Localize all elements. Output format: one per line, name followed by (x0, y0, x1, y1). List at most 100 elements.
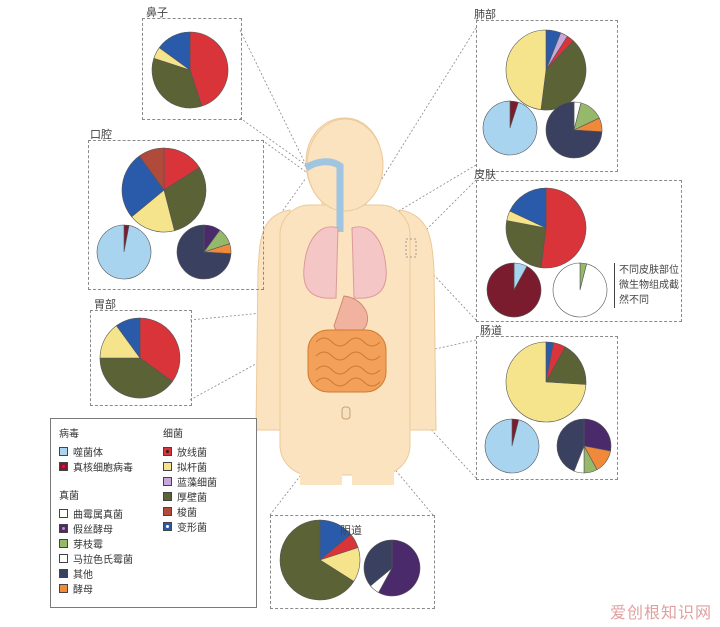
pie-skin-bacteria-slice-actinobacteria (540, 187, 587, 269)
watermark: 爱创根知识网 (609, 603, 712, 622)
pie-skin-bacteria-slice-firmicutes (505, 220, 547, 269)
legend-label: 蓝藻细菌 (177, 478, 217, 489)
lung-right (351, 226, 387, 299)
pie-vagina-bacteria-slice-firmicutes (279, 519, 355, 601)
vagina-marker (341, 406, 351, 420)
legend-label: 酵母 (73, 585, 93, 596)
pie-mouth-virus-slice-phage (96, 224, 152, 280)
skin-box (476, 180, 682, 322)
legend-label: 拟杆菌 (177, 463, 207, 474)
pie-lung-bacteria-slice-bacteroidetes (505, 29, 547, 111)
label-gut: 肠道 (480, 324, 502, 337)
swatch-cladosporium (59, 539, 68, 548)
pie-vagina-fungi-slice-fungi_other (363, 539, 393, 587)
pie-stomach-slice-actinobacteria (139, 317, 181, 382)
legend-item-eukaryotic-virus: 真核细胞病毒 (59, 459, 133, 474)
legend: 病毒 噬菌体 真核细胞病毒 真菌 曲霉属真菌 假丝酵母 芽枝霉 (50, 418, 257, 608)
pie-gut-bacteria (505, 341, 587, 423)
legend-item-firmicutes: 厚壁菌 (163, 489, 217, 504)
swatch-actinobacteria (163, 447, 172, 456)
pie-nose-slice-firmicutes (151, 57, 203, 109)
legend-item-phage: 噬菌体 (59, 444, 133, 459)
label-skin: 皮肤 (474, 168, 496, 181)
swatch-fusobacteria (163, 507, 172, 516)
pie-mouth-bacteria-slice-fusobacteria (138, 147, 165, 191)
lung-left (303, 226, 339, 299)
pie-gut-virus (484, 418, 540, 474)
legend-item-malassezia: 马拉色氏霉菌 (59, 551, 133, 566)
legend-item-aspergillus: 曲霉属真菌 (59, 506, 133, 521)
pie-nose-slice-actinobacteria (189, 31, 229, 107)
pie-skin-bacteria-slice-proteobacteria (509, 187, 547, 229)
swatch-candida (59, 524, 68, 533)
swatch-aspergillus (59, 509, 68, 518)
pie-mouth-bacteria (121, 147, 207, 233)
vagina-box (270, 515, 435, 609)
legend-label: 梭菌 (177, 508, 197, 519)
pie-stomach-slice-firmicutes (99, 357, 173, 399)
pie-mouth-bacteria-slice-firmicutes (163, 167, 207, 232)
pie-mouth-bacteria-slice-proteobacteria (121, 155, 165, 218)
legend-fungi-group: 真菌 曲霉属真菌 假丝酵母 芽枝霉 马拉色氏霉菌 其他 (59, 487, 133, 596)
swatch-proteobacteria (163, 522, 172, 531)
swatch-yeast (59, 584, 68, 593)
legend-label: 噬菌体 (73, 448, 103, 459)
pie-lung-bacteria (505, 29, 587, 111)
pie-gut-fungi-slice-candida (583, 418, 612, 452)
legend-fungi-title: 真菌 (59, 491, 79, 502)
legend-item-candida: 假丝酵母 (59, 521, 133, 536)
pie-gut-bacteria-slice-bacteroidetes (505, 341, 587, 423)
legend-item-proteobacteria: 变形菌 (163, 519, 217, 534)
pie-lung-fungi (545, 101, 603, 159)
stomach-box (90, 310, 192, 406)
legend-item-cladosporium: 芽枝霉 (59, 536, 133, 551)
pie-stomach-slice-proteobacteria (116, 317, 141, 359)
swatch-fungi-other (59, 569, 68, 578)
swatch-malassezia (59, 554, 68, 563)
pie-lung-fungi-slice-fungi_other (545, 101, 603, 159)
pie-skin-bacteria (505, 187, 587, 269)
swatch-bacteroidetes (163, 462, 172, 471)
pie-skin-virus-slice-eukaryotic_virus (486, 262, 542, 318)
pie-mouth-fungi (176, 224, 232, 280)
legend-label: 放线菌 (177, 448, 207, 459)
legend-bacteria-group: 细菌 放线菌 拟杆菌 蓝藻细菌 厚壁菌 梭菌 (163, 425, 217, 534)
body-leg-right (352, 455, 394, 485)
pie-stomach (99, 317, 181, 399)
body-torso (255, 209, 437, 431)
pie-gut-virus-slice-phage (484, 418, 540, 474)
pie-gut-bacteria-slice-firmicutes (545, 346, 587, 385)
legend-label: 芽枝霉 (73, 540, 103, 551)
pie-vagina-bacteria (279, 519, 361, 601)
label-lung: 肺部 (474, 8, 496, 21)
pie-skin-virus (486, 262, 542, 318)
pie-vagina-fungi (363, 539, 421, 597)
legend-item-bacteroidetes: 拟杆菌 (163, 459, 217, 474)
airway (304, 158, 344, 232)
legend-label: 马拉色氏霉菌 (73, 555, 133, 566)
body-leg-left (300, 455, 342, 485)
label-mouth: 口腔 (90, 128, 112, 141)
swatch-phage (59, 447, 68, 456)
legend-label: 其他 (73, 570, 93, 581)
pie-mouth-fungi-slice-fungi_other (176, 224, 232, 280)
legend-label: 变形菌 (177, 523, 207, 534)
intestine-folds (315, 337, 381, 387)
legend-item-fusobacteria: 梭菌 (163, 504, 217, 519)
skin-marker (405, 238, 417, 258)
legend-item-actinobacteria: 放线菌 (163, 444, 217, 459)
label-nose: 鼻子 (146, 6, 168, 19)
pie-nose (151, 31, 229, 109)
lung-box (476, 20, 618, 172)
intestines (307, 329, 387, 393)
legend-item-fungi-other: 其他 (59, 566, 133, 581)
pie-nose-slice-proteobacteria (158, 31, 191, 71)
pie-skin-fungi (552, 262, 608, 318)
pie-lung-virus-slice-phage (482, 100, 538, 156)
label-vagina: 阴道 (340, 524, 362, 537)
pie-lung-virus (482, 100, 538, 156)
pie-gut-fungi (556, 418, 612, 474)
pie-charts (96, 29, 612, 601)
